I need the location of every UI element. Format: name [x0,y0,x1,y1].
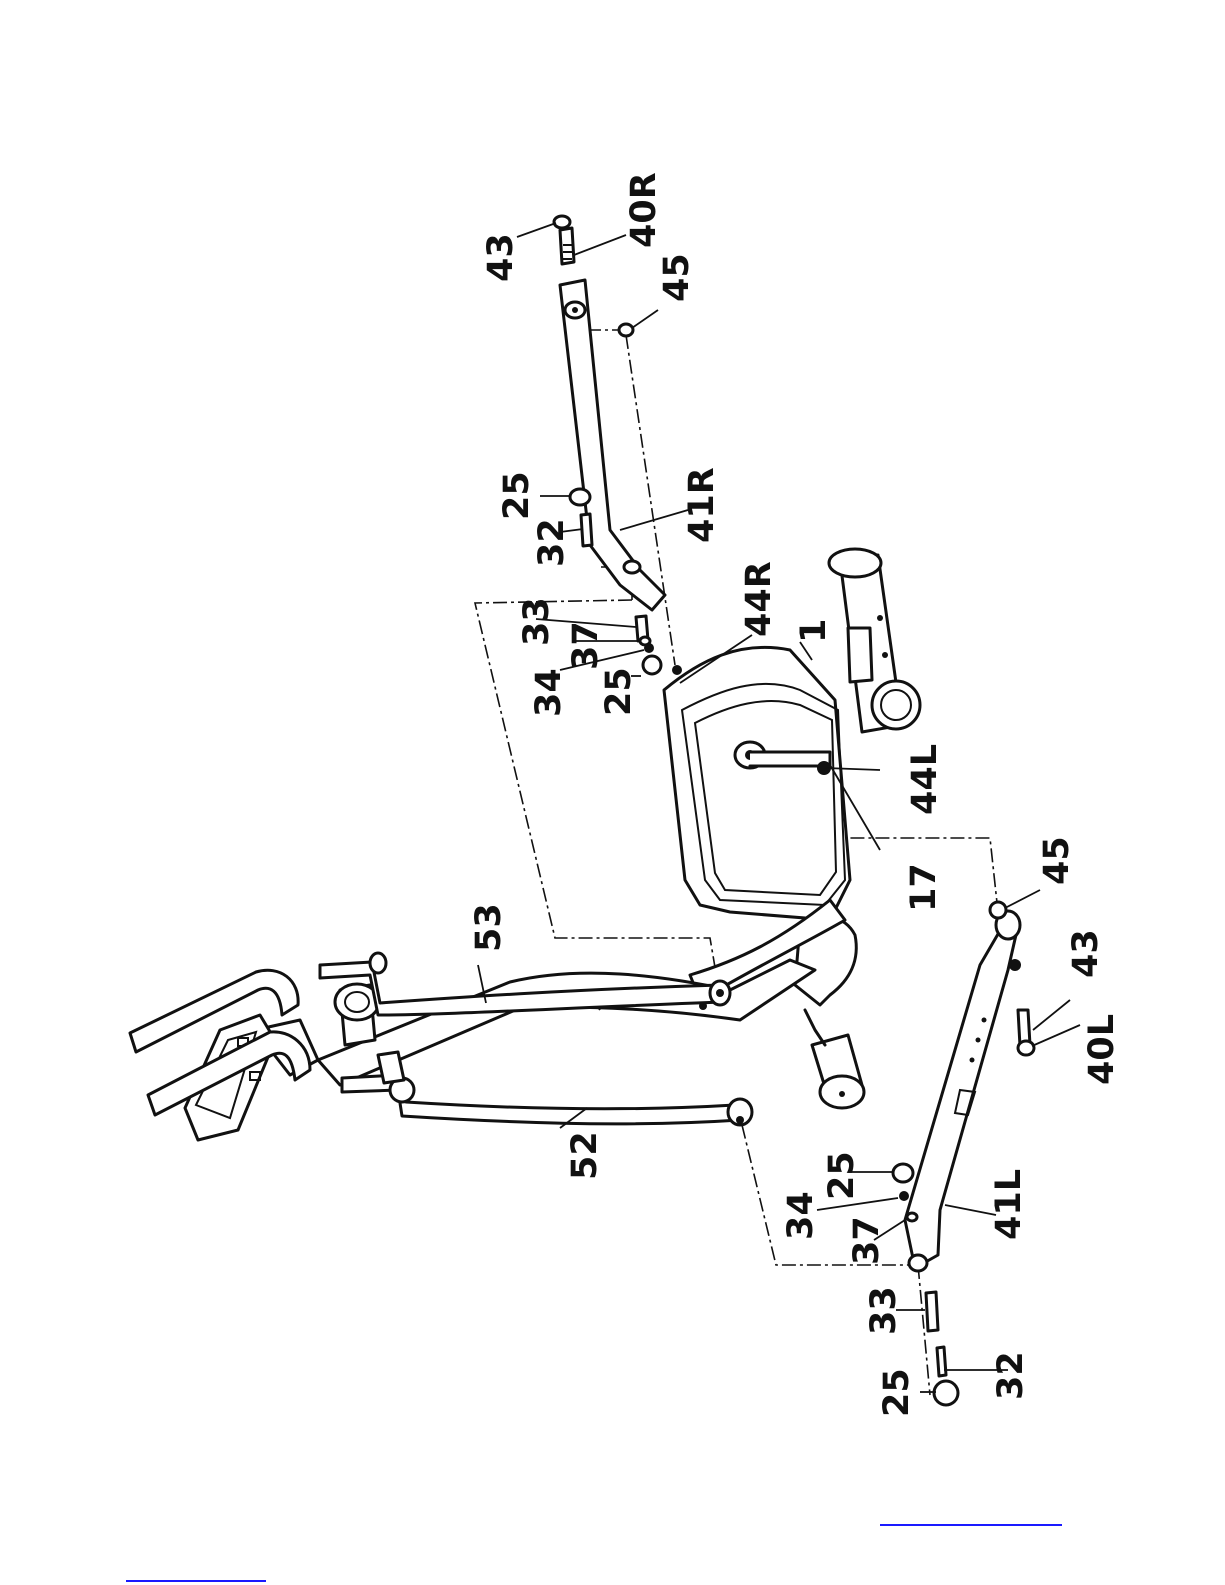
callout-53: 53 [469,903,509,952]
callout-1: 1 [794,619,834,643]
callout-33-b: 33 [864,1286,904,1335]
callout-32-b: 32 [991,1351,1031,1400]
callout-52: 52 [565,1131,605,1180]
callout-45-top: 45 [657,253,697,302]
footer-link-underline-right[interactable] [880,1524,1062,1526]
callout-41L: 41L [989,1169,1029,1240]
callout-33-a: 33 [517,597,557,646]
callout-44L: 44L [905,744,945,815]
callout-25-b: 25 [599,667,639,716]
callout-41R: 41R [682,467,722,543]
callout-32-a: 32 [532,518,572,567]
callout-25-c: 25 [822,1151,862,1200]
callout-45-bot: 45 [1037,836,1077,885]
callout-34-b: 34 [781,1191,821,1240]
callout-37-b: 37 [847,1216,887,1265]
pedal-arm-41L [893,902,1034,1405]
callout-43-top: 43 [481,233,521,282]
console [130,970,310,1140]
callout-17: 17 [904,863,944,912]
callout-44R: 44R [739,561,779,637]
callout-40R: 40R [624,172,664,248]
callout-40L: 40L [1082,1014,1122,1085]
callout-25-d: 25 [877,1368,917,1417]
callout-37-a: 37 [566,621,606,670]
footer-link-underline-left[interactable] [126,1580,266,1582]
main-frame [664,549,920,1108]
callout-43-bot: 43 [1066,929,1106,978]
callout-34-a: 34 [529,668,569,717]
callout-25-a: 25 [497,471,537,520]
